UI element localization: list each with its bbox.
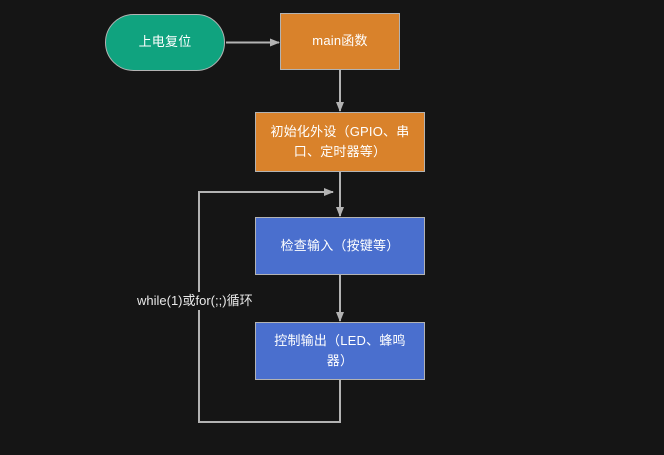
node-control-output[interactable]: 控制输出（LED、蜂鸣器）	[255, 322, 425, 380]
node-main-function-label: main函数	[312, 33, 368, 49]
node-control-output-label: 控制输出（LED、蜂鸣器）	[274, 332, 406, 368]
node-start-label: 上电复位	[138, 34, 192, 50]
edge-output-to-input-loop	[198, 188, 341, 423]
node-main-function[interactable]: main函数	[280, 13, 400, 70]
node-check-input-label: 检查输入（按键等）	[280, 237, 400, 253]
loop-edge-label: while(1)或for(;;)循环	[134, 292, 256, 310]
node-check-input[interactable]: 检查输入（按键等）	[255, 217, 425, 275]
node-init-peripherals-label: 初始化外设（GPIO、串口、定时器等）	[270, 123, 410, 159]
node-start[interactable]: 上电复位	[105, 14, 225, 71]
node-init-peripherals[interactable]: 初始化外设（GPIO、串口、定时器等）	[255, 112, 425, 172]
